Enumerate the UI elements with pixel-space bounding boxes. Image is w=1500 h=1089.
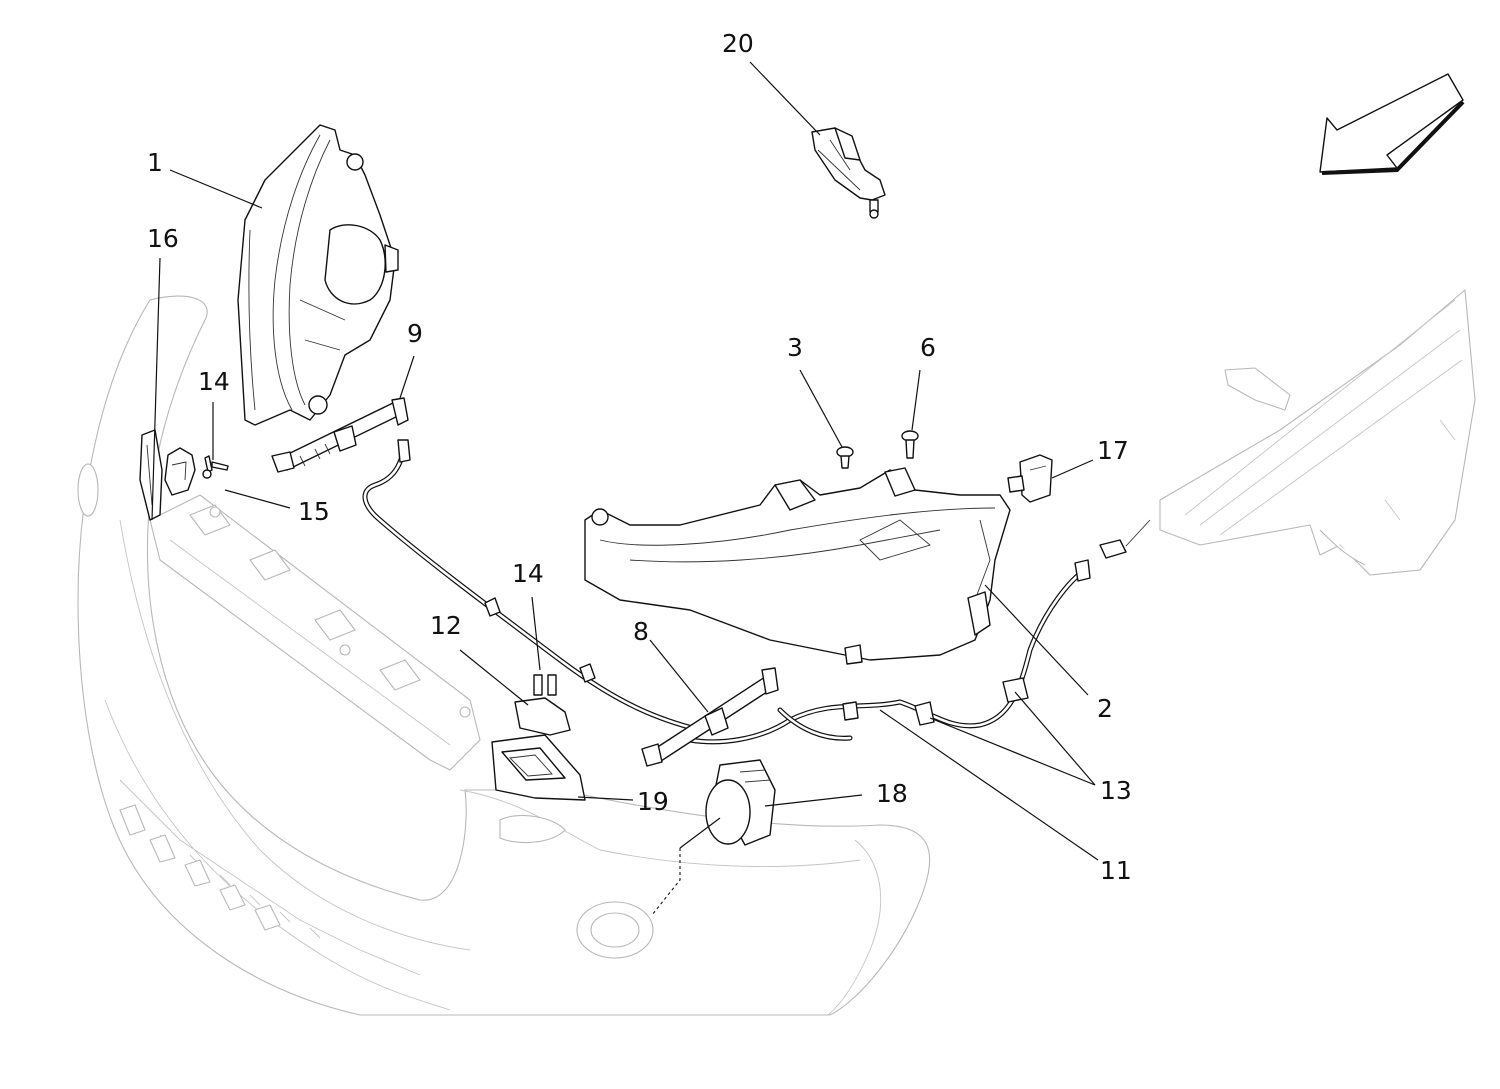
callout-14-left: 14: [198, 367, 230, 396]
washer-hose-lines: [362, 439, 1151, 745]
front-bumper-ghost: [77, 295, 931, 1016]
radiator-support-ghost: [149, 494, 481, 771]
callout-8: 8: [633, 617, 649, 646]
callout-12: 12: [430, 611, 462, 640]
headlamp-clip: [164, 447, 196, 496]
callout-9: 9: [407, 319, 423, 348]
callout-18: 18: [876, 779, 908, 808]
callout-6: 6: [920, 333, 936, 362]
callout-19: 19: [637, 787, 669, 816]
headlamp-bolt: [836, 446, 854, 469]
left-washer-nozzle: [271, 397, 409, 473]
callout-13: 13: [1100, 776, 1132, 805]
fog-lamp: [705, 759, 776, 846]
callout-14-center: 14: [512, 559, 544, 588]
washer-cover-cap: [514, 697, 571, 736]
headlamp-bulb: [1007, 454, 1053, 503]
right-washer-nozzle: [641, 667, 779, 767]
fastener-screw-left: [202, 455, 229, 479]
headlamp-clip-pin: [901, 430, 919, 459]
callout-3: 3: [787, 333, 803, 362]
callout-2: 2: [1097, 694, 1113, 723]
callout-1: 1: [147, 148, 163, 177]
fog-lamp-trim: [491, 734, 586, 801]
callout-11: 11: [1100, 856, 1132, 885]
leader-lines: [151, 61, 1099, 916]
callout-labels: 1 2 3 6 8 9 11 12 13 14 14 15 16 17 18 1…: [147, 29, 1132, 885]
callout-20: 20: [722, 29, 754, 58]
right-headlamp-assembly: [584, 467, 1011, 665]
headlamp-control-module: [811, 127, 886, 219]
fastener-pair-center: [533, 674, 557, 696]
front-fender-ghost: [1159, 289, 1476, 576]
callout-15: 15: [298, 497, 330, 526]
direction-arrow-icon: [1319, 73, 1465, 175]
callout-17: 17: [1097, 436, 1129, 465]
callout-16: 16: [147, 224, 179, 253]
left-headlamp-assembly: [237, 124, 399, 426]
